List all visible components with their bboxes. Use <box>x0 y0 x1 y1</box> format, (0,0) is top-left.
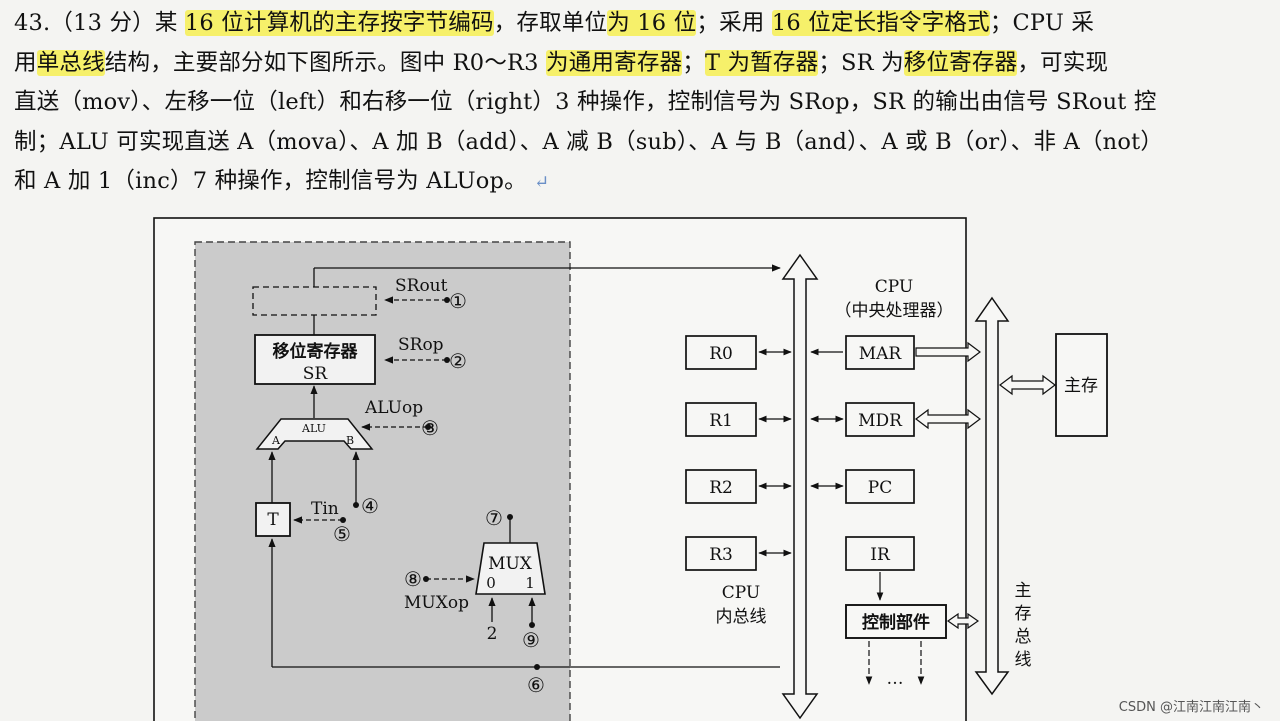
aluop-label: ALUop <box>364 398 423 418</box>
problem-text: ；SR 为 <box>818 49 904 76</box>
watermark: CSDN @江南江南江南丶 <box>1118 700 1264 715</box>
problem-text: 43.（13 分）某 <box>14 10 185 36</box>
memory-bus-label-3: 总 <box>1015 627 1032 647</box>
temp-register-label: T <box>267 510 279 530</box>
problem-line-2: 用单总线结构，主要部分如下图所示。图中 R0～R3 为通用寄存器；T 为暂存器；… <box>14 44 1266 84</box>
memory-bus-label-2: 存 <box>1015 604 1032 624</box>
control-unit <box>845 604 947 639</box>
srop-label: SRop <box>398 335 444 355</box>
alu-input-a-label: A <box>271 434 281 447</box>
mux-input-1-label: 1 <box>525 574 535 592</box>
return-icon: ↵ <box>534 172 550 193</box>
problem-text: 结构，主要部分如下图所示。图中 R0～R3 <box>104 49 547 76</box>
cpu-internal-bus <box>781 253 819 720</box>
signal-1-label: ① <box>449 289 467 313</box>
signal-3-label: ③ <box>421 416 439 440</box>
memory-bus-to-main-memory-arrow <box>999 374 1056 396</box>
register-r3-label: R3 <box>709 545 733 565</box>
signal-7-label: ⑦ <box>485 506 503 530</box>
internal-bus-label-1: CPU <box>722 583 760 603</box>
control-memory-bus-arrow <box>946 612 980 630</box>
register-r1-label: R1 <box>709 411 733 431</box>
alu-label: ALU <box>301 422 326 435</box>
pc-register <box>845 469 915 504</box>
problem-line-5: 和 A 加 1（inc）7 种操作，控制信号为 ALUop。 ↵ <box>14 162 1266 203</box>
alu-input-b-label: B <box>346 434 354 447</box>
mux <box>475 542 546 595</box>
control-signals-ellipsis: … <box>887 669 904 689</box>
problem-line-4: 制；ALU 可实现直送 A（mova）、A 加 B（add）、A 减 B（sub… <box>14 128 1164 155</box>
problem-text: ； <box>682 49 705 76</box>
mux-label: MUX <box>488 554 533 574</box>
problem-text: ；采用 <box>696 10 772 36</box>
mux-input-2-label: 2 <box>487 624 498 644</box>
main-memory-label: 主存 <box>1064 376 1098 396</box>
signal-6-label: ⑥ <box>527 673 545 697</box>
register-r0 <box>685 335 757 370</box>
highlighted-text: 为 16 位 <box>607 10 697 36</box>
highlighted-text: 单总线 <box>36 49 105 76</box>
problem-line-1: 43.（13 分）某 16 位计算机的主存按字节编码，存取单位为 16 位；采用… <box>14 4 1266 44</box>
mar-to-memory-bus-arrow <box>915 341 981 363</box>
register-r0-label: R0 <box>709 344 733 364</box>
mdr-memory-bus-arrow <box>915 408 981 430</box>
internal-bus-label-2: 内总线 <box>716 607 767 627</box>
mdr-label: MDR <box>858 411 903 431</box>
mdr-register <box>845 402 915 437</box>
mar-label: MAR <box>859 344 903 364</box>
problem-text: ；CPU 采 <box>989 10 1095 36</box>
pc-label: PC <box>868 478 892 498</box>
ir-label: IR <box>870 545 891 565</box>
register-r1 <box>685 402 757 437</box>
problem-text: 用 <box>14 49 37 76</box>
tin-label: Tin <box>311 499 339 519</box>
muxop-label: MUXop <box>404 593 469 613</box>
mar-register <box>845 335 915 370</box>
signal-8-label: ⑧ <box>404 567 422 591</box>
cpu-subtitle: （中央处理器） <box>835 301 954 321</box>
signal-4-label: ④ <box>361 494 379 518</box>
signal-2-label: ② <box>449 349 467 373</box>
problem-line-5-text: 和 A 加 1（inc）7 种操作，控制信号为 ALUop。 <box>14 168 527 194</box>
main-memory <box>1055 333 1108 437</box>
highlighted-text: T 为暂存器 <box>704 49 819 76</box>
register-r3 <box>685 536 757 571</box>
problem-statement: 43.（13 分）某 16 位计算机的主存按字节编码，存取单位为 16 位；采用… <box>14 4 1266 203</box>
problem-text: ，可实现 <box>1017 49 1109 76</box>
signal-5-label: ⑤ <box>333 522 351 546</box>
register-r2 <box>685 469 757 504</box>
highlighted-text: 16 位计算机的主存按字节编码 <box>184 10 494 36</box>
shift-register-label: 移位寄存器 <box>273 341 359 362</box>
mux-input-0-label: 0 <box>486 574 496 592</box>
shift-register-sr-label: SR <box>303 364 329 384</box>
srout-label: SRout <box>395 276 448 296</box>
highlighted-text: 16 位定长指令字格式 <box>771 10 990 36</box>
highlighted-text: 为通用寄存器 <box>546 49 683 76</box>
datapath-region <box>194 241 571 721</box>
register-r2-label: R2 <box>709 478 733 498</box>
temp-register-t <box>255 502 291 537</box>
shift-register-sr <box>254 334 376 385</box>
memory-bus-label-1: 主 <box>1015 581 1032 601</box>
problem-text: ，存取单位 <box>493 10 608 36</box>
cpu-title: CPU <box>875 277 913 297</box>
highlighted-text: 移位寄存器 <box>903 49 1018 76</box>
memory-bus <box>974 296 1010 696</box>
ir-register <box>845 536 915 571</box>
control-unit-label: 控制部件 <box>862 612 930 633</box>
signal-9-label: ⑨ <box>522 628 540 652</box>
memory-bus-label-4: 线 <box>1015 650 1032 670</box>
alu <box>255 418 374 450</box>
problem-line-3: 直送（mov）、左移一位（left）和右移一位（right）3 种操作，控制信号… <box>14 89 1157 115</box>
